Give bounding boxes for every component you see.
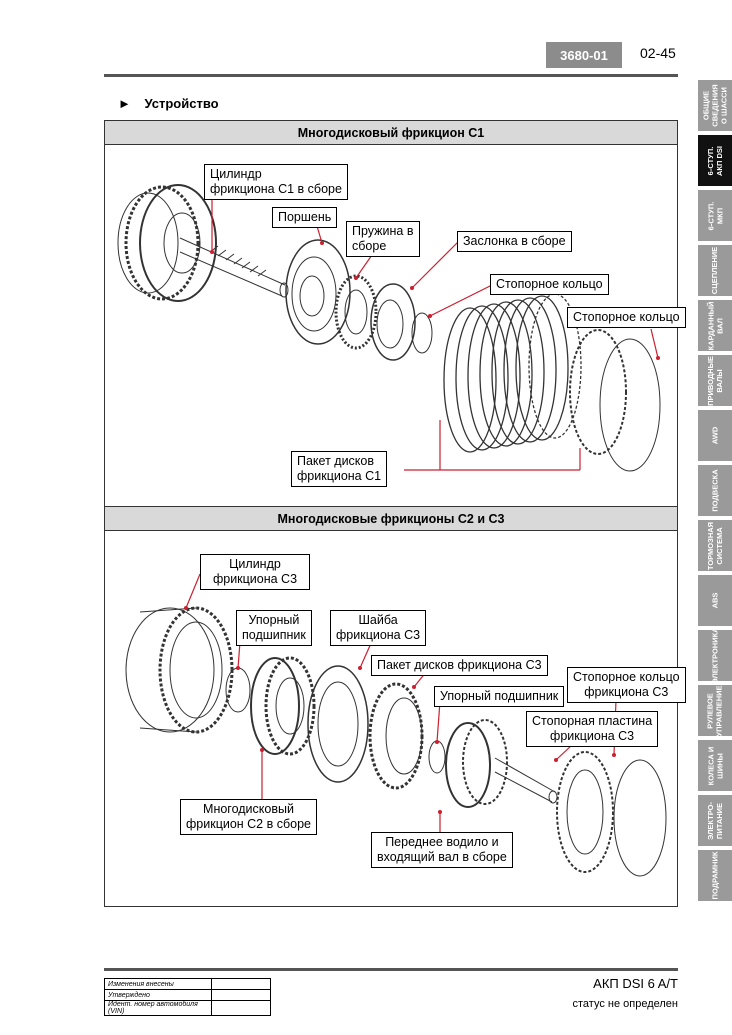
section-tab[interactable]: ОБЩИЕ СВЕДЕНИЯ О ШАССИ	[698, 80, 732, 132]
section-tab[interactable]: ПОДРАМНИК	[698, 850, 732, 902]
label-thrust-bearing-1: Упорный подшипник	[236, 610, 312, 646]
label-c3-retaining-ring: Стопорное кольцо фрикциона C3	[567, 667, 686, 703]
approval-row-label: Изменения внесены	[104, 978, 212, 990]
footer-title: АКП DSI 6 A/T	[593, 976, 678, 991]
section-tab-label: ПОДВЕСКА	[710, 469, 720, 512]
label-c2-clutch: Многодисковый фрикцион C2 в сборе	[180, 799, 317, 835]
section-tab-label: ПОДРАМНИК	[710, 851, 720, 900]
approval-row-label: Утверждено	[104, 989, 212, 1001]
section-tab[interactable]: СЦЕПЛЕНИЕ	[698, 245, 732, 297]
section-tab-label: КАРДАННЫЙ ВАЛ	[706, 301, 725, 350]
section-tab-label: ЭЛЕКТРОНИКА	[710, 630, 720, 682]
label-thrust-bearing-2: Упорный подшипник	[434, 686, 565, 707]
approval-row-value	[211, 1000, 271, 1016]
section-tab[interactable]: ПОДВЕСКА	[698, 465, 732, 517]
section-tab-label: ОБЩИЕ СВЕДЕНИЯ О ШАССИ	[701, 84, 729, 127]
approval-row-label: Идент. номер автомобиля (VIN)	[104, 1000, 212, 1016]
section-tab-label: ABS	[710, 592, 720, 609]
section-tab[interactable]: КАРДАННЫЙ ВАЛ	[698, 300, 732, 352]
label-carrier: Переднее водило и входящий вал в сборе	[371, 832, 513, 868]
section-tab-label: СЦЕПЛЕНИЕ	[710, 246, 720, 295]
section-tab[interactable]: ABS	[698, 575, 732, 627]
panel1-title: Многодисковый фрикцион C1	[105, 121, 677, 145]
label-retaining-ring-1: Стопорное кольцо	[490, 274, 609, 295]
section-tab-label: ЭЛЕКТРО- ПИТАНИЕ	[706, 801, 724, 840]
section-tab-label: AWD	[710, 426, 720, 445]
footer-rule	[104, 968, 678, 971]
label-c1-disc-pack: Пакет дисков фрикциона C1	[291, 451, 388, 487]
section-tab[interactable]: ПРИВОДНЫЕ ВАЛЫ	[698, 355, 732, 407]
arrow-icon: ►	[118, 96, 131, 111]
footer-status: статус не определен	[572, 998, 678, 1010]
section-tab[interactable]: 6-СТУП. МКП	[698, 190, 732, 242]
section-tab-label: ТОРМОЗНАЯ СИСТЕМА	[706, 521, 725, 570]
approval-table: Изменения внесены Утверждено Идент. номе…	[104, 978, 271, 1016]
label-piston: Поршень	[272, 207, 338, 228]
section-tab-label: РУЛЕВОЕ УПРАВЛЕНИЕ	[706, 685, 724, 737]
document-code-badge: 3680-01	[546, 42, 622, 68]
section-tab-label: 6-СТУП. АКП DSI	[705, 145, 724, 176]
section-heading: ► Устройство	[118, 96, 219, 111]
diagram-frame	[104, 120, 678, 907]
section-title: Устройство	[144, 96, 219, 111]
section-tab-label: ПРИВОДНЫЕ ВАЛЫ	[706, 355, 725, 406]
approval-row-value	[211, 978, 271, 990]
section-tab[interactable]: КОЛЕСА И ШИНЫ	[698, 740, 732, 792]
header-rule	[104, 74, 678, 77]
section-tab[interactable]: ЭЛЕКТРОНИКА	[698, 630, 732, 682]
section-tab[interactable]: ТОРМОЗНАЯ СИСТЕМА	[698, 520, 732, 572]
label-c3-retaining-plate: Стопорная пластина фрикциона C3	[526, 711, 659, 747]
section-tab[interactable]: AWD	[698, 410, 732, 462]
page-number: 02-45	[640, 45, 676, 61]
section-tab[interactable]: ЭЛЕКТРО- ПИТАНИЕ	[698, 795, 732, 847]
section-tab-label: КОЛЕСА И ШИНЫ	[706, 746, 724, 785]
section-tab[interactable]: 6-СТУП. АКП DSI	[698, 135, 732, 187]
approval-row-value	[211, 989, 271, 1001]
label-spring: Пружина в сборе	[346, 221, 420, 257]
section-tab-label: 6-СТУП. МКП	[706, 201, 724, 230]
label-retaining-ring-2: Стопорное кольцо	[567, 307, 686, 328]
label-c3-washer: Шайба фрикциона C3	[330, 610, 427, 646]
section-tab[interactable]: РУЛЕВОЕ УПРАВЛЕНИЕ	[698, 685, 732, 737]
panel2-title: Многодисковые фрикционы C2 и C3	[105, 506, 677, 531]
label-c3-cylinder: Цилиндр фрикциона C3	[200, 554, 310, 590]
label-shutter: Заслонка в сборе	[457, 231, 572, 252]
label-c3-disc-pack: Пакет дисков фрикциона C3	[371, 655, 548, 676]
label-c1-cylinder: Цилиндр фрикциона C1 в сборе	[204, 164, 348, 200]
